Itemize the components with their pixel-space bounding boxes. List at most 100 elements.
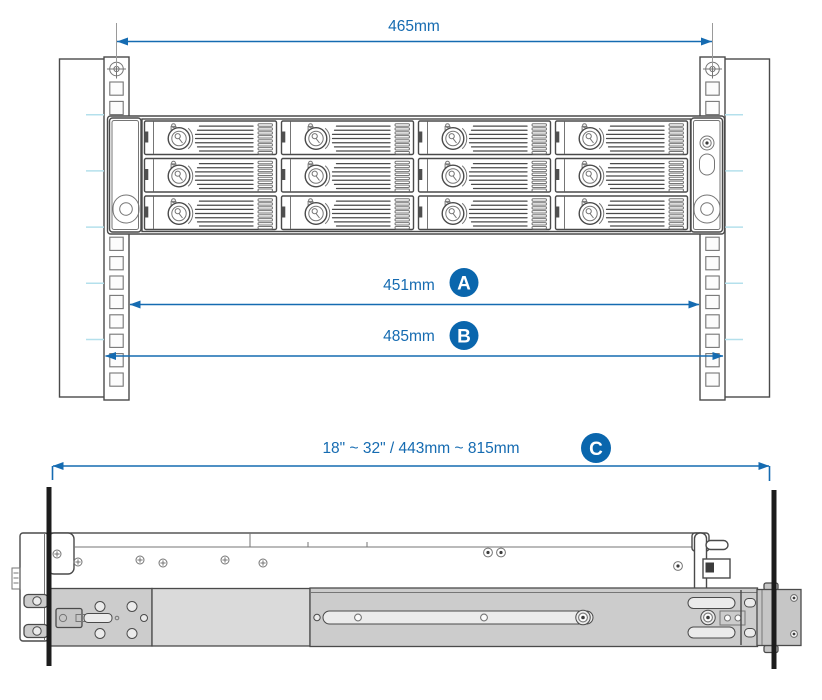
tray-slot [668,210,684,214]
tray-slot [257,127,273,131]
tray-slot [668,139,684,143]
joint-oval [744,598,756,608]
tray-slot [531,164,547,169]
tray-slot [257,202,273,206]
tray-latch-nub [418,131,423,143]
tray-slot [668,160,684,165]
slot-hole [354,613,362,622]
arrow-left-icon [52,462,64,470]
drive-bay [554,120,689,156]
tray-lock-inner [171,205,187,222]
keyhole-icon [171,160,176,166]
tray-latch-nub [555,206,560,218]
tray-slot [394,180,410,185]
arrow-left-icon [117,37,128,46]
lock-arc [324,127,331,150]
lock-arc [187,202,194,225]
tray-slot [394,184,410,189]
tray-slot [394,123,410,127]
tray-slot [531,147,547,151]
tray-lock-inner [582,205,598,222]
drive-bay [143,120,278,156]
tray-slot [531,214,547,218]
tray-keyhole [311,208,318,215]
rack-square-hole [109,256,124,271]
chassis-screws [52,547,683,571]
tray-slot [668,131,684,135]
tray-slot [668,214,684,218]
tray-slot [668,168,684,173]
keyhole-icon [171,123,176,128]
tray-latch-nub [281,206,286,218]
tray-slot [257,151,273,155]
screw-head [258,558,268,568]
tray-slot [257,218,273,222]
badge-b [449,321,479,350]
phillips-screw [220,555,230,565]
tray-slot [668,172,684,177]
tray-slot [531,222,547,226]
phillips-screw [158,558,168,568]
dimension-465: 465mm [116,18,713,67]
tray-keyhole-tail [452,138,457,144]
tray-latch-nub [555,131,560,143]
tray-slot [394,151,410,155]
tray-slot [531,206,547,210]
tray-lock-inner [171,168,187,184]
tray-lock-inner [308,168,324,184]
bracket-hole [94,601,106,612]
rack-square-hole [705,314,720,329]
tray-latch-nub [144,169,149,180]
rail-oval-slot [687,626,736,639]
tray-slot [668,188,684,192]
bay-frame [141,118,692,233]
tray-keyhole [585,208,592,215]
tray-slot [531,202,547,206]
tray-slot [531,198,547,202]
rail-hole [313,613,321,622]
drive-bay [554,195,689,231]
rack-square-hole [109,372,124,387]
screw-head [52,549,62,559]
tray-slot [394,127,410,131]
tray-latch-nub [144,206,149,218]
keyhole-icon [582,123,587,128]
tray-slot [257,188,273,192]
screw-head [158,558,168,568]
tray-lock-inner [582,130,598,147]
rail-screw-large [700,609,716,626]
side-view: 18" ~ 32" / 443mm ~ 815mm C [11,433,802,669]
badge-a [449,268,479,297]
chassis-front [106,115,726,235]
badge-c-letter: C [589,439,603,460]
tray-slot [257,180,273,185]
tray-keyhole [311,133,318,140]
drive-bay [143,195,278,231]
rack-post-front-side [46,487,52,666]
tray-slot [394,172,410,177]
tray-slot [668,147,684,151]
tray-slot [531,139,547,143]
tray-keyhole [448,170,455,177]
keyhole-icon [308,160,313,166]
screw-center [486,550,490,555]
dimension-label: 18" ~ 32" / 443mm ~ 815mm [322,440,519,457]
rail-oval-slot [687,597,736,609]
lock-arc [461,202,468,225]
lock-arc [461,165,468,187]
tray-slot [531,184,547,189]
rivet-screw [483,547,493,558]
chassis-ear-left [108,117,142,233]
tray-slot [257,164,273,169]
screw-head [496,547,506,558]
tray-slot [257,160,273,165]
latch-body [55,607,83,629]
rear-screw-center [792,632,796,636]
chassis-side-body [47,532,701,599]
bezel-notch [11,567,21,590]
badge-c [581,433,611,463]
tray-slot [531,226,547,230]
rack-square-hole [109,100,124,116]
latch-pivot [58,613,68,623]
